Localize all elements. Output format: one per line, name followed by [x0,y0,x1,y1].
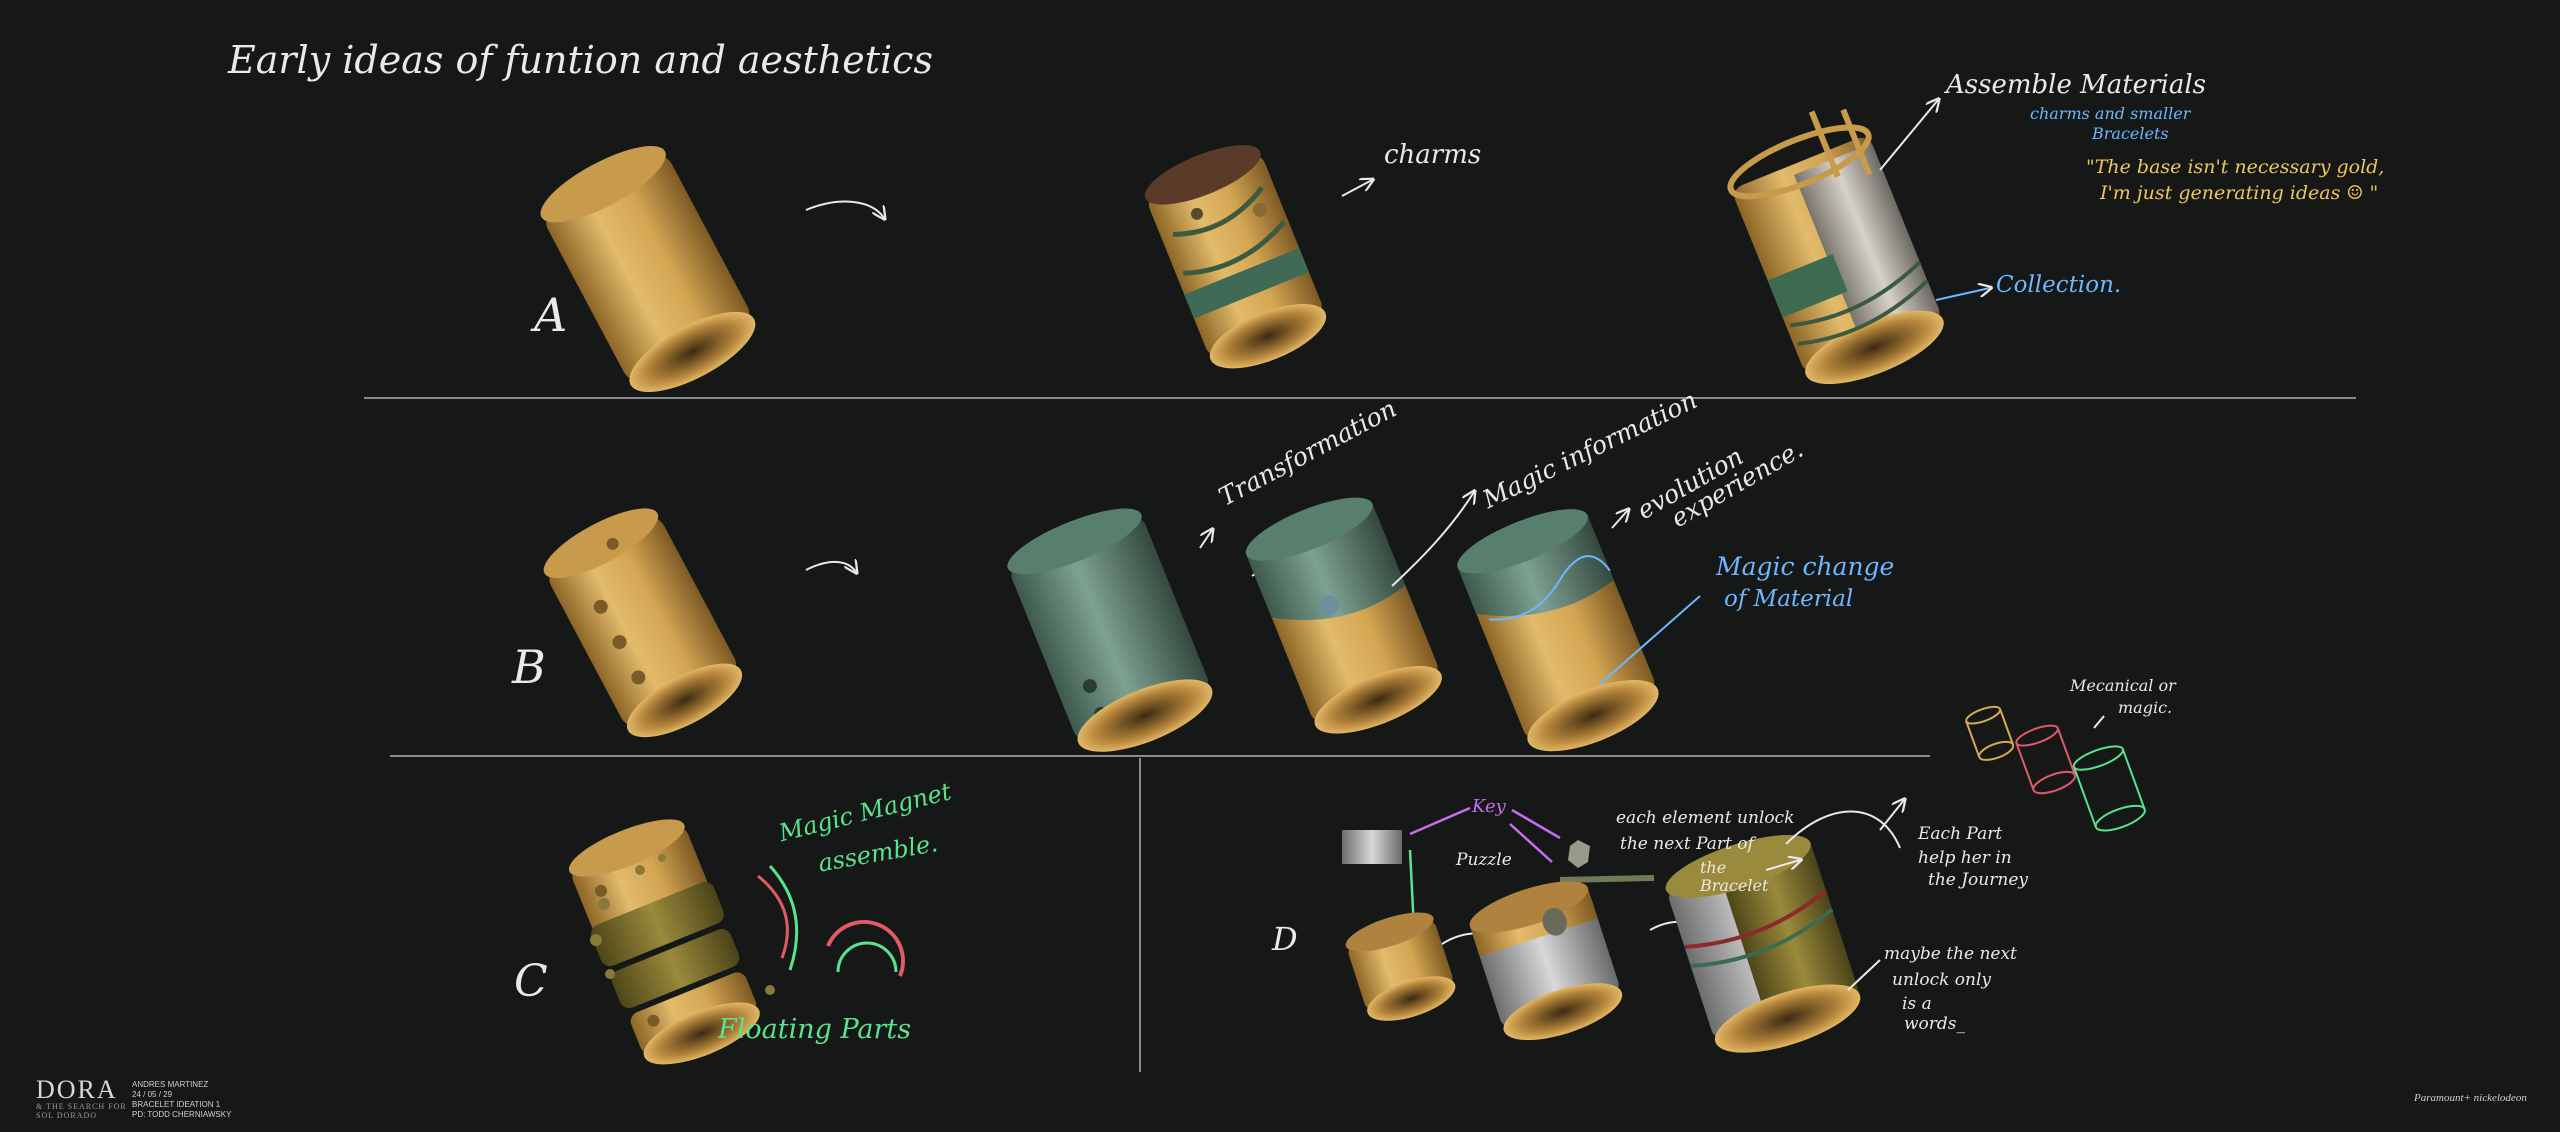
magic-change-note-2: of Material [1724,586,1854,612]
bracelet-b-gold-holes [543,508,743,738]
arrow-transformation [1199,530,1212,549]
arrow-b1 [805,562,856,572]
section-letter-c: C [514,956,548,1007]
key-line-left [1409,806,1471,836]
quote-note-1: "The base isn't necessary gold, [2086,156,2385,178]
charms-note: charms [1384,140,1482,170]
maybe-note-1: maybe the next [1884,944,2017,964]
bracelet-b-half-patina [1245,497,1442,734]
bracelet-a-assembled [1727,108,1944,385]
board-title: Early ideas of funtion and aesthetics [228,38,933,82]
quote-note-2: I'm just generating ideas ☺ " [2100,182,2379,204]
magnet-ring-diagram [826,920,905,977]
unlock-note-3: the [1700,858,1727,877]
help-note-2: help her in [1918,848,2012,868]
section-letter-b: B [512,640,546,694]
bracelet-d-stage3 [1665,834,1861,1053]
key-line-down [1509,823,1553,863]
floating-parts-note: Floating Parts [718,1014,912,1045]
collection-note: Collection. [1996,272,2122,298]
studio-logos: Paramount+ nickelodeon [2414,1092,2527,1104]
section-letter-d: D [1272,920,1298,958]
arrow-evolution [1611,510,1628,529]
parts-sketch [1965,705,2146,832]
arrow-journey [1879,800,1904,831]
maybe-note-3: is a [1902,994,1932,1014]
arrow-a1 [805,200,884,218]
bracelet-b-patina [1007,508,1213,752]
gem-charm [1568,840,1590,868]
puzzle-label: Puzzle [1456,850,1512,870]
dashed-arc-next-part [1785,810,1901,849]
bracelet-a-plain-gold [540,145,756,393]
bracelet-b-gold-patina-top [1457,509,1659,752]
logo-title: DORA [36,1075,118,1104]
unlock-note-1: each element unlock [1616,808,1795,828]
maybe-note-2: unlock only [1892,970,1992,990]
arrow-maybe [1847,959,1881,991]
mechanical-note-1: Mecanical or [2070,676,2176,695]
mechanical-note-2: magic. [2118,698,2173,717]
assemble-sub-note-1: charms and smaller [2030,104,2191,123]
dora-logo: DORA & THE SEARCH FOR SOL DORADO [36,1075,127,1121]
help-note-3: the Journey [1928,870,2028,890]
line-magic-change [1599,595,1701,685]
logo-subtitle-1: & THE SEARCH FOR [36,1102,127,1111]
unlock-note-4: Bracelet [1700,876,1769,895]
arrow-unlock-bracelet [1765,860,1800,871]
credit-date: 24 / 05 / 29 [132,1090,173,1099]
magic-change-note-1: Magic change [1716,552,1895,581]
floating-fragments [590,854,775,995]
key-line-right [1511,808,1561,840]
maybe-note-4: words_ [1904,1014,1966,1034]
arrow-assemble [1879,100,1938,171]
magnet-field-left [757,874,789,959]
credit-project: BRACELET IDEATION 1 [132,1100,221,1109]
magnet-field-right [768,864,799,971]
arrow-collection [1935,288,1990,301]
chain-piece [1559,875,1655,883]
logo-subtitle-2: SOL DORADO [36,1111,98,1120]
bracelet-d-stage1 [1345,912,1456,1021]
help-note-1: Each Part [1918,824,2003,844]
key-label: Key [1472,796,1506,817]
line-magic-information [1391,492,1474,587]
arrow-charms [1341,180,1372,197]
silver-ring-key [1342,830,1402,864]
bracelet-a-with-charms [1144,145,1327,369]
section-letter-a: A [534,288,568,342]
assemble-materials-note: Assemble Materials [1946,70,2206,100]
credits-block: ANDRES MARTINEZ 24 / 05 / 29 BRACELET ID… [132,1080,231,1120]
assemble-sub-note-2: Bracelets [2092,124,2169,143]
credit-author: ANDRES MARTINEZ [132,1080,209,1089]
bracelet-c-floating-parts [568,819,760,1065]
unlock-note-2: the next Part of [1620,834,1754,854]
bracelet-d-stage2 [1469,881,1623,1041]
credit-pd: PD: TODD CHERNIAWSKY [132,1110,232,1119]
